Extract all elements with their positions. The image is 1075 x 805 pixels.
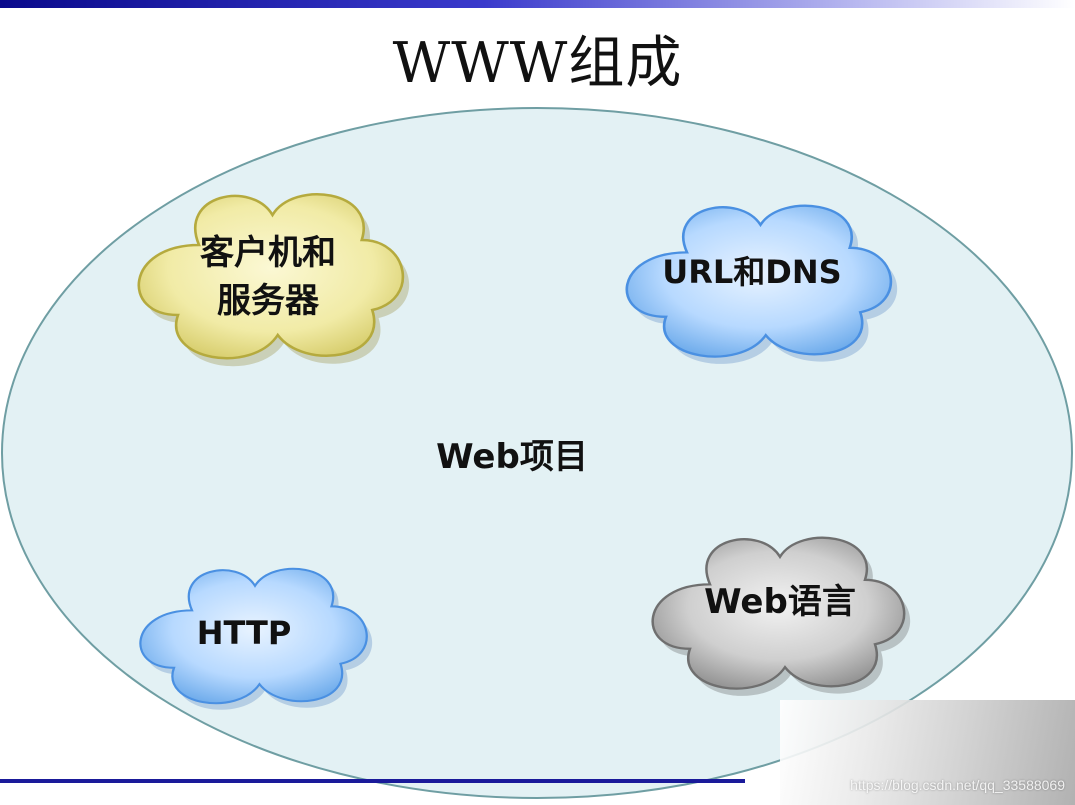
cloud-web-language-label: Web语言 (704, 582, 856, 622)
cloud-url-dns-label: URL和DNS (662, 253, 841, 291)
campus-sketch-image (780, 700, 1075, 805)
cloud-http-label: HTTP (197, 614, 292, 652)
bottom-accent-line (0, 779, 745, 783)
slide-title: WWW组成 (392, 31, 683, 96)
cloud-client-server-label-line2: 服务器 (217, 281, 320, 321)
top-accent-bar (0, 0, 1075, 8)
watermark-url: https://blog.csdn.net/qq_33588069 (850, 777, 1065, 793)
web-project-label: Web项目 (436, 437, 588, 477)
cloud-client-server-label-line1: 客户机和 (200, 233, 336, 273)
